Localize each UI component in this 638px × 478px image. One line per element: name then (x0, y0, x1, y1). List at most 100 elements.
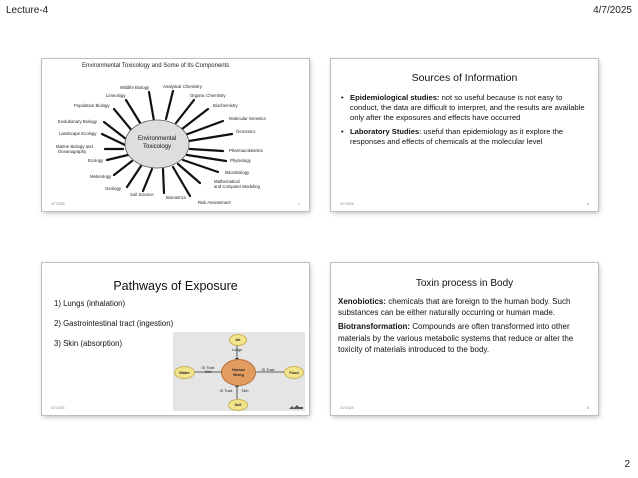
spoke-population-biology (112, 107, 135, 134)
bullet-text: : useful than epidemiology as it explore… (350, 126, 564, 146)
bullet-term: Laboratory Studies (350, 126, 420, 136)
node-food: Food (284, 366, 304, 379)
spoke-analytical-chemistry (164, 89, 175, 121)
header-date: 4/7/2025 (593, 5, 632, 16)
route-gi-tract-label: GI Tract (201, 366, 215, 370)
slide-thumbnail-components: Environmental Toxicology and Some of Its… (42, 59, 309, 211)
spoke-biometrics (161, 167, 166, 195)
label-biometrics: Biometrics (166, 195, 186, 200)
bullet-marker: • (341, 126, 344, 136)
label-population-biology: Population Biology (74, 103, 110, 108)
bullet-text: not so useful because is not easy to con… (350, 93, 585, 123)
node-human-being: Human Being (221, 359, 256, 386)
label-pharmacokinetics: Pharmacokinetics (229, 148, 263, 153)
route-skin-bottom: Skin (241, 389, 249, 393)
term-xenobiotics: Xenobiotics: (338, 297, 387, 306)
label-organic-chemistry: Organic Chemistry (190, 93, 226, 98)
page-number: 2 (624, 459, 630, 470)
slide-title: Sources of Information (411, 72, 518, 84)
spoke-wildlife-biology (147, 90, 156, 123)
spoke-risk-assessment (171, 165, 192, 198)
label-mathematical: Mathematical (214, 179, 240, 184)
route-gi-tract-bottom: GI Tract (219, 389, 233, 393)
term-biotransformation: Biotransformation: (338, 322, 410, 332)
logo-icon (289, 405, 303, 409)
node-water: Water (174, 366, 195, 379)
label-analytical-chemistry: Analytical Chemistry (163, 84, 203, 89)
bullet-epidemiological: • Epidemiological studies: not so useful … (341, 93, 592, 124)
slide-footer-number: 1 (298, 202, 300, 206)
label-geology: Geology (105, 186, 122, 191)
mind-map-diagram: Environmental Toxicology Wildlife Biolog… (56, 84, 266, 205)
exposure-item-skin: 3) Skin (absorption) (54, 339, 123, 348)
spoke-meterology (112, 159, 134, 177)
label-computer-modeling: and Computer Modeling (214, 184, 260, 189)
hub-line2: Being (233, 372, 244, 377)
label-genomics: Genomics (236, 129, 255, 134)
label-ecology: Ecology (88, 158, 104, 163)
label-landscape-ecology: Landscape Ecology (59, 131, 97, 136)
spoke-pharmacokinetics (188, 147, 225, 153)
node-soil: Soil (228, 399, 248, 411)
spoke-limnology (124, 98, 144, 128)
spoke-genomics (187, 132, 234, 143)
slide-thumbnail-toxin-process: Toxin process in Body Xenobiotics: chemi… (331, 263, 598, 415)
definition-xenobiotics: chemicals that are foreign to the human … (338, 297, 571, 318)
label-risk-assessment: Risk Assessment (198, 200, 232, 205)
hub-ellipse (124, 119, 190, 169)
exposure-list: 1) Lungs (inhalation) 2) Gastrointestina… (54, 299, 173, 359)
slide-thumbnail-sources: Sources of Information • Epidemiological … (331, 59, 598, 211)
label-limnology: Limnology (106, 93, 126, 98)
label-wildlife-biology: Wildlife Biology (120, 85, 150, 90)
label-meterology: Meterology (90, 174, 112, 179)
route-skin-label: Skin (204, 370, 212, 375)
spoke-ecology (105, 153, 130, 162)
bullet-laboratory: • Laboratory Studies: useful than epidemi… (341, 127, 592, 147)
label-marine-biology: Marine Biology and (56, 144, 93, 149)
label-molecular-genetics: Molecular Genetics (229, 116, 266, 121)
spoke-physiology (185, 153, 228, 163)
slide-footer-date: 4/7/2025 (340, 202, 354, 206)
label-biochemistry: Biochemistry (213, 103, 238, 108)
hub-label-line2: Toxicology (143, 144, 171, 150)
slide-footer-number: 6 (587, 202, 589, 206)
label-soil-science: Soil Science (130, 192, 154, 197)
spoke-soil-science (141, 167, 154, 193)
slide-body: Xenobiotics: chemicals that are foreign … (338, 296, 590, 358)
slide-title: Environmental Toxicology and Some of Its… (82, 63, 230, 69)
node-air: Air (229, 334, 247, 346)
slide-footer-number: 8 (587, 406, 589, 410)
paragraph-xenobiotics: Xenobiotics: chemicals that are foreign … (338, 296, 590, 318)
route-lungs: Lungs (232, 348, 242, 352)
bullet-list: • Epidemiological studies: not so useful … (341, 93, 592, 150)
slide-footer-date: 4/7/2025 (51, 202, 65, 206)
label-evolutionary-biology: Evolutionary Biology (58, 119, 98, 124)
hub-line1: Human (232, 367, 245, 372)
exposure-item-gi-tract: 2) Gastrointestinal tract (ingestion) (54, 319, 174, 328)
slide-title: Toxin process in Body (415, 278, 514, 289)
route-gi-tract-right: GI Tract (261, 368, 275, 372)
label-physiology: Physiology (230, 158, 252, 163)
hub-label-line1: Environmental (138, 136, 176, 142)
spoke-microbiology (181, 158, 220, 174)
spoke-geology (125, 164, 143, 189)
spoke-landscape-ecology (100, 132, 127, 147)
label-oceanography: Oceanography (58, 149, 87, 154)
bullet-term: Epidemiological studies: (350, 93, 440, 102)
spoke-organic-chemistry (174, 98, 196, 125)
paragraph-biotransformation: Biotransformation: Compounds are often t… (338, 321, 590, 355)
slide-footer-date: 4/7/2025 (51, 406, 65, 410)
spoke-molecular-genetics (183, 119, 225, 137)
bullet-marker: • (341, 93, 344, 102)
spoke-evolutionary-biology (102, 120, 128, 141)
slide-footer-date: 4/7/2025 (340, 406, 354, 410)
route-gi-skin: GI Tract Skin (197, 366, 219, 375)
slide-title: Pathways of Exposure (113, 279, 238, 293)
label-microbiology: Microbiology (225, 170, 250, 175)
spoke-mathematical-modeling (176, 162, 202, 185)
exposure-pathway-diagram: Air Lungs Water GI Tract Skin Human Bein… (173, 332, 305, 411)
exposure-item-lungs: 1) Lungs (inhalation) (54, 299, 126, 308)
spoke-biochemistry (180, 107, 210, 131)
header-lecture-title: Lecture-4 (6, 5, 49, 16)
slide-thumbnail-pathways: Pathways of Exposure 1) Lungs (inhalatio… (42, 263, 309, 415)
